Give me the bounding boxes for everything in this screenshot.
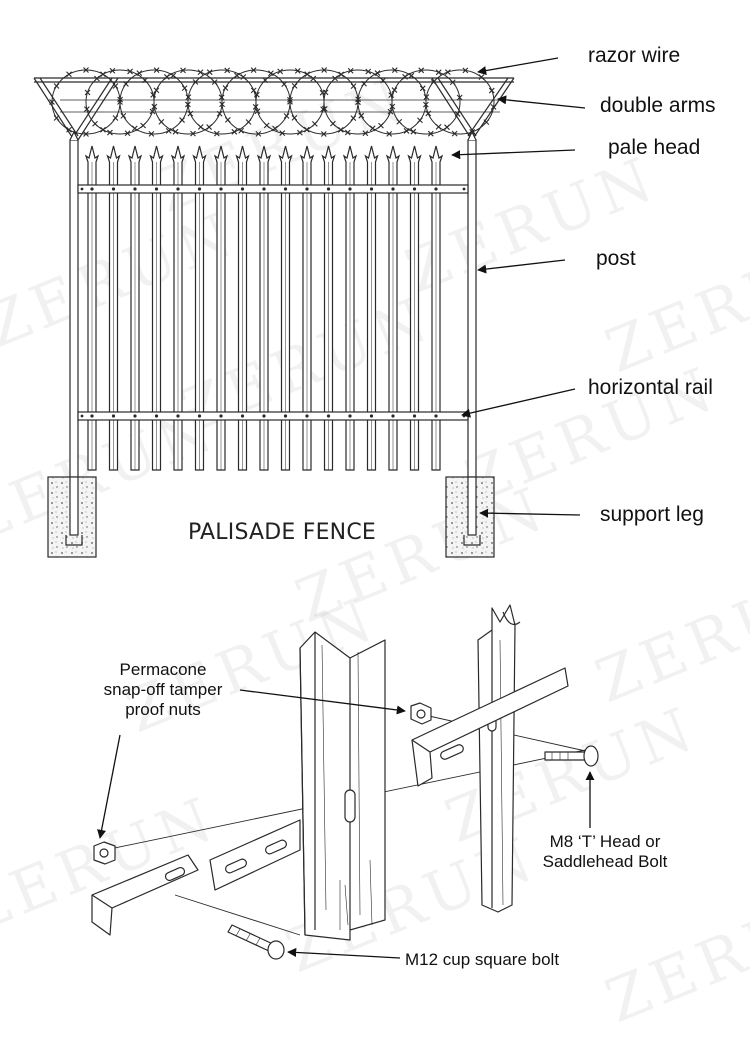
rail-bolt xyxy=(462,187,466,191)
palisade-fence-diagram: ZERUN ZERUN ZERUN ZERUN ZERUN ZERUN ZERU… xyxy=(0,44,750,1037)
pale xyxy=(278,145,293,471)
fence-leader-lines xyxy=(451,57,586,518)
razor-coil xyxy=(83,67,157,137)
pale xyxy=(170,145,186,471)
label-pale-head: pale head xyxy=(608,136,701,159)
rail-bolt xyxy=(283,414,288,418)
rail-bolt xyxy=(326,414,331,418)
rail-bolt xyxy=(133,414,137,418)
rail-bolt xyxy=(80,187,84,191)
rail-bolt xyxy=(305,414,309,418)
rail-bolt xyxy=(305,187,309,191)
fish-plate xyxy=(209,819,301,891)
footing-right xyxy=(445,476,495,558)
pale xyxy=(299,145,315,471)
label-permacone-nuts: Permacone snap-off tamper proof nuts xyxy=(78,660,248,720)
rail-bolt xyxy=(219,187,223,191)
horizontal-rail-bottom xyxy=(77,411,469,421)
label-horizontal-rail: horizontal rail xyxy=(588,376,713,399)
label-m8-bolt-line1: M8 ‘T’ Head or xyxy=(549,832,661,851)
rail-bolt xyxy=(176,414,180,418)
diagram-svg xyxy=(33,57,599,960)
rail-bolt xyxy=(240,187,245,191)
label-permacone-nuts-line1: Permacone xyxy=(119,660,207,679)
pale xyxy=(256,145,272,471)
angle-rail-right xyxy=(411,667,569,787)
pale xyxy=(149,145,164,471)
rail-bolt xyxy=(283,187,288,191)
label-double-arms: double arms xyxy=(600,94,716,117)
label-post: post xyxy=(596,247,636,270)
rail-bolt xyxy=(154,187,159,191)
rail-bolt xyxy=(111,187,116,191)
assembly-leader-lines xyxy=(97,689,595,959)
diagram-title: PALISADE FENCE xyxy=(188,520,376,545)
razor-coil xyxy=(49,67,123,137)
label-razor-wire: razor wire xyxy=(588,44,681,67)
label-permacone-nuts-line2: snap-off tamper xyxy=(103,680,223,699)
label-permacone-nuts-line3: proof nuts xyxy=(125,700,201,719)
pale xyxy=(407,145,422,471)
rail-bolt xyxy=(133,187,137,191)
permacone-nut-left xyxy=(93,841,116,865)
pale xyxy=(127,145,143,471)
pale xyxy=(106,145,121,471)
pale xyxy=(428,145,444,471)
post-section xyxy=(299,631,386,941)
rail-bolt xyxy=(154,414,159,418)
pale xyxy=(321,145,336,471)
rail-bolt xyxy=(434,187,438,191)
pale xyxy=(213,145,229,471)
rail-bolt xyxy=(326,187,331,191)
rail-bolt xyxy=(90,187,94,191)
label-m8-bolt: M8 ‘T’ Head or Saddlehead Bolt xyxy=(520,832,690,872)
rail-bolt xyxy=(348,414,352,418)
rail-bolt xyxy=(262,187,266,191)
rail-bolt xyxy=(391,414,395,418)
rail-bolt xyxy=(391,187,395,191)
rail-bolt xyxy=(412,187,417,191)
pale xyxy=(235,145,250,471)
razor-wire xyxy=(49,67,500,137)
pale-section xyxy=(477,604,521,913)
rail-bolt xyxy=(219,414,223,418)
rail-bolt xyxy=(412,414,417,418)
assembly-detail xyxy=(91,604,599,960)
footing-left xyxy=(47,476,97,558)
angle-rail-left xyxy=(91,854,199,936)
rail-bolt xyxy=(197,187,202,191)
rail-bolt xyxy=(176,187,180,191)
label-m8-bolt-line2: Saddlehead Bolt xyxy=(542,852,668,871)
rail-bolt xyxy=(369,187,374,191)
m12-cup-square-bolt xyxy=(227,924,285,960)
label-support-leg: support leg xyxy=(600,503,704,526)
rail-bolt xyxy=(434,414,438,418)
pale xyxy=(342,145,358,471)
rail-bolt xyxy=(111,414,116,418)
pale xyxy=(385,145,401,471)
rail-bolt xyxy=(197,414,202,418)
rail-bolt xyxy=(262,414,266,418)
razor-coil xyxy=(389,67,463,137)
pale xyxy=(364,145,379,471)
rail-bolt xyxy=(80,414,84,418)
rail-bolt xyxy=(369,414,374,418)
palisade-fence xyxy=(33,67,515,558)
label-m12-bolt: M12 cup square bolt xyxy=(405,950,560,969)
m8-t-head-bolt xyxy=(544,745,599,767)
horizontal-rail-top xyxy=(77,184,469,194)
rail-bolt xyxy=(90,414,94,418)
rail-bolt xyxy=(240,414,245,418)
permacone-nut-right xyxy=(410,702,432,725)
rail-bolt xyxy=(348,187,352,191)
pale xyxy=(192,145,207,471)
pales xyxy=(84,145,444,471)
pale xyxy=(84,145,100,471)
razor-coil xyxy=(219,67,293,137)
